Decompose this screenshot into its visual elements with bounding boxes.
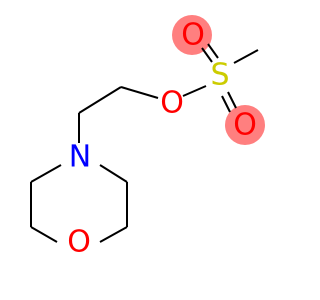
bond-c-chain-1-to-c-chain-2	[78, 86, 122, 114]
atom-labels: O N O S O O	[67, 18, 257, 260]
bond-c-chain-2-to-o-ester	[120, 86, 159, 99]
bond-s-to-o-right-a	[227, 91, 237, 109]
atom-label-sulfonyl-oxygen-top: O	[181, 18, 205, 53]
bond-n-to-c-upper-right	[99, 164, 128, 183]
bond-s-to-o-right-b	[221, 95, 231, 113]
bond-o-ester-to-s	[182, 85, 207, 97]
bond-o-ring-to-c-lower-left	[30, 226, 58, 243]
atom-label-ring-nitrogen: N	[69, 140, 91, 175]
atom-label-ester-oxygen: O	[160, 86, 184, 121]
bond-s-to-o-top-a	[201, 47, 213, 63]
atom-label-sulfonyl-oxygen-right: O	[233, 108, 257, 143]
highlight-right-oxygen	[225, 105, 265, 145]
bond-s-to-o-top-b	[207, 43, 219, 59]
bonds	[30, 43, 259, 243]
highlight-top-oxygen	[172, 15, 212, 55]
bond-c-lower-right-to-o-ring	[99, 226, 128, 243]
atom-label-ring-oxygen: O	[67, 225, 91, 260]
oxygen-highlights	[172, 15, 265, 145]
chemical-structure-diagram: O N O S O O	[30, 15, 265, 260]
bond-c-upper-left-to-n	[30, 164, 62, 183]
atom-label-sulfur: S	[210, 58, 229, 93]
bond-s-to-methyl	[233, 49, 259, 64]
